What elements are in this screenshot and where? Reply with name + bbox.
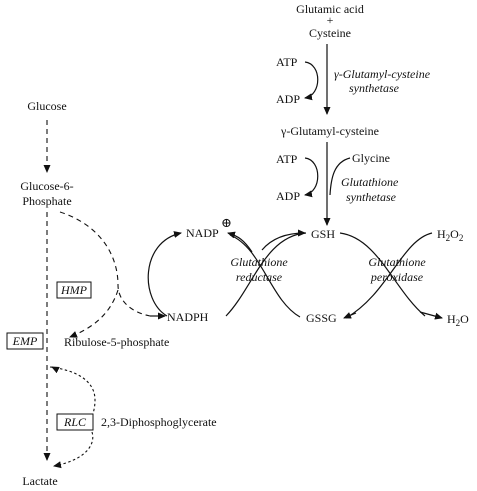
nadp-label: NADP [186, 226, 219, 240]
gssg-label: GSSG [306, 311, 337, 325]
glutathione-reductase-line2: reductase [236, 270, 283, 284]
gamma-glutamyl-cysteine-label: γ-Glutamyl-cysteine [280, 124, 379, 138]
gsh-to-h2o-curve [339, 232, 426, 317]
hmp-to-ribulose-curve [69, 289, 119, 338]
gamma-glutamyl-cysteine-synthetase-line2: synthetase [349, 81, 400, 95]
hmp-box [56, 281, 92, 299]
ribulose-5-phosphate-label: Ribulose-5-phosphate [64, 335, 169, 349]
glycine-label: Glycine [352, 151, 390, 165]
rlc-into-emp-arrow [51, 366, 60, 374]
adp-label-2: ADP [276, 189, 300, 203]
atp-adp-curve-1 [304, 61, 319, 101]
glutathione-reductase-line1: Glutathione [230, 255, 288, 269]
into-gsh-arrow [261, 229, 306, 251]
emp-label: EMP [12, 334, 38, 348]
atp-adp-curve-2 [304, 157, 319, 198]
hmp-curve [59, 211, 151, 317]
rlc-loop-bottom [53, 431, 94, 469]
gamma-glutamyl-cysteine-synthetase-line1: γ-Glutamyl-cysteine [334, 67, 431, 81]
to-water-arrow [419, 311, 443, 320]
nadp-to-gssg-curve [229, 234, 301, 318]
cysteine-label: Cysteine [309, 26, 351, 40]
glutathione-peroxidase-line1: Glutathione [368, 255, 426, 269]
hydrogen-peroxide-label: H2O2 [437, 227, 463, 243]
rlc-box [56, 413, 94, 431]
nadp-charge-symbol: ⊕ [221, 215, 232, 230]
atp-label-1: ATP [276, 55, 298, 69]
nadph-label: NADPH [167, 310, 209, 324]
glutathione-peroxidase-line2: peroxidase [370, 270, 424, 284]
emp-box [6, 332, 44, 350]
glucose-label: Glucose [27, 99, 66, 113]
glucose-6-phosphate-line2: Phosphate [22, 194, 71, 208]
plus-sign: + [327, 13, 334, 27]
h2o2-to-gssg-curve [345, 232, 433, 319]
into-nadp-arrow [227, 231, 253, 253]
rlc-label: RLC [63, 415, 87, 429]
glutathione-synthetase-line1: Glutathione [341, 175, 399, 189]
glutamic-acid-label: Glutamic acid [296, 2, 364, 16]
lactate-label: Lactate [22, 474, 57, 488]
glucose-6-phosphate-line1: Glucose-6- [20, 179, 73, 193]
to-gssg-arrow [343, 312, 357, 319]
glutathione-synthetase-line2: synthetase [346, 190, 397, 204]
glycine-curve [329, 157, 351, 196]
hmp-label: HMP [60, 283, 88, 297]
atp-label-2: ATP [276, 152, 298, 166]
diphosphoglycerate-label: 2,3-Diphosphoglycerate [101, 415, 217, 429]
adp-label-1: ADP [276, 92, 300, 106]
gsh-label: GSH [311, 227, 335, 241]
water-label: H2O [447, 312, 469, 328]
nadph-to-nadp-arc [147, 231, 182, 317]
rlc-loop-top [49, 366, 96, 425]
